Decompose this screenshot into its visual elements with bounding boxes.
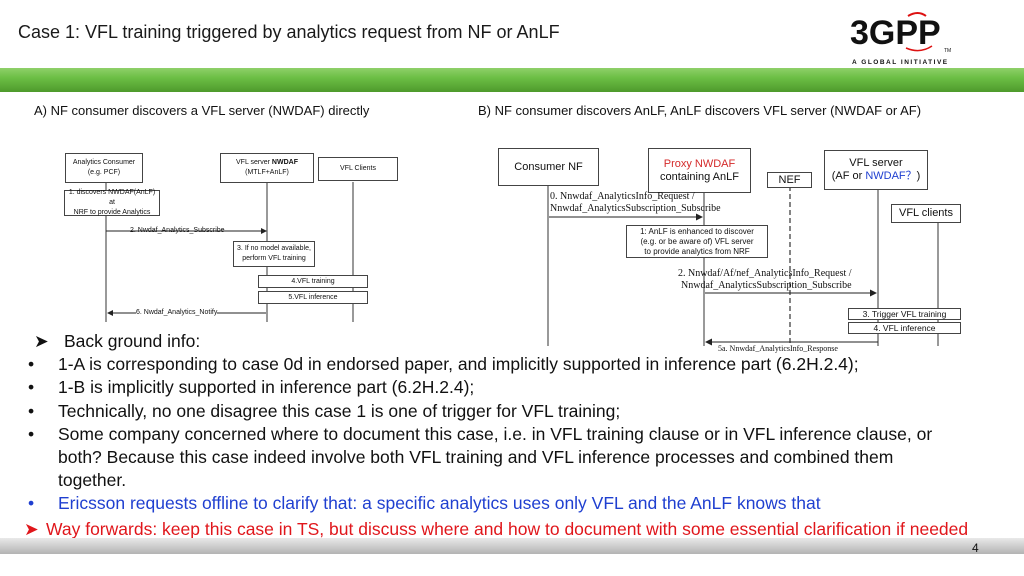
step3-training-box: 3. If no model available,perform VFL tra… xyxy=(233,241,315,267)
list-item: • 1-B is implicitly supported in inferen… xyxy=(28,376,1018,399)
bullet-icon: • xyxy=(28,354,35,375)
vfl-clients-box-b: VFL clients xyxy=(891,204,961,223)
bullet-icon: • xyxy=(28,423,35,444)
subtitle-a: A) NF consumer discovers a VFL server (N… xyxy=(34,103,370,118)
bullet-icon: • xyxy=(28,377,35,398)
logo-3g-text: 3GPP xyxy=(850,14,941,52)
subtitle-b: B) NF consumer discovers AnLF, AnLF disc… xyxy=(478,103,922,118)
vfl-server-nwdaf-box: VFL server NWDAF(MTLF+AnLF) xyxy=(220,153,314,183)
step3-trigger-training-box: 3. Trigger VFL training xyxy=(848,308,961,320)
step5-vfl-inference-box: 5.VFL inference xyxy=(258,291,368,304)
step0-request-label: 0. Nnwdaf_AnalyticsInfo_Request /Nnwdaf_… xyxy=(550,191,721,214)
way-forward-text: Way forwards: keep this case in TS, but … xyxy=(46,518,969,539)
analytics-consumer-box: Analytics Consumer(e.g. PCF) xyxy=(65,153,143,183)
bullet-icon: • xyxy=(28,400,35,421)
list-item: • 1-A is corresponding to case 0d in end… xyxy=(28,353,1018,376)
arrow-bullet-icon: ➤ xyxy=(34,331,49,351)
step6-notify-label: 6. Nwdaf_Analytics_Notify xyxy=(136,308,218,318)
way-forward-row: ➤ Way forwards: keep this case in TS, bu… xyxy=(24,518,1018,541)
arrow-bullet-icon: ➤ xyxy=(24,518,39,539)
background-info: ➤ Back ground info: • 1-A is correspondi… xyxy=(24,330,1018,541)
background-heading: Back ground info: xyxy=(64,331,201,351)
step4-vfl-inference-box: 4. VFL inference xyxy=(848,322,961,334)
vfl-clients-box-a: VFL Clients xyxy=(318,157,398,181)
svg-text:TM: TM xyxy=(944,48,951,54)
background-heading-row: ➤ Back ground info: xyxy=(34,330,1018,353)
logo-tagline: A GLOBAL INITIATIVE xyxy=(852,59,949,66)
step2-request-label: 2. Nnwdaf/Af/nef_AnalyticsInfo_Request /… xyxy=(677,268,852,291)
3gpp-logo: 3GPP TM A GLOBAL INITIATIVE xyxy=(848,4,960,66)
page-number: 4 xyxy=(972,541,979,555)
step2-subscribe-label: 2. Nwdaf_Analytics_Subscribe xyxy=(130,227,225,234)
step1-anlf-enhanced-box: 1: AnLF is enhanced to discover(e.g. or … xyxy=(626,225,768,258)
header-green-bar xyxy=(0,68,1024,92)
list-item: • Technically, no one disagree this case… xyxy=(28,400,1018,423)
vfl-server-af-nwdaf-box: VFL server(AF or NWDAF？) xyxy=(824,150,928,190)
footer-grey-bar xyxy=(0,538,1024,554)
step5a-response-label: 5a. Nnwdaf_AnalyticsInfo_Response xyxy=(718,344,838,353)
list-item-ericsson: • Ericsson requests offline to clarify t… xyxy=(28,492,1018,515)
bullet-icon: • xyxy=(28,493,35,514)
step4-vfl-training-box: 4.VFL training xyxy=(258,275,368,288)
nef-box: NEF xyxy=(767,172,812,188)
consumer-nf-box: Consumer NF xyxy=(498,148,599,186)
list-item: • Some company concerned where to docume… xyxy=(28,423,933,491)
slide-title: Case 1: VFL training triggered by analyt… xyxy=(18,22,560,42)
